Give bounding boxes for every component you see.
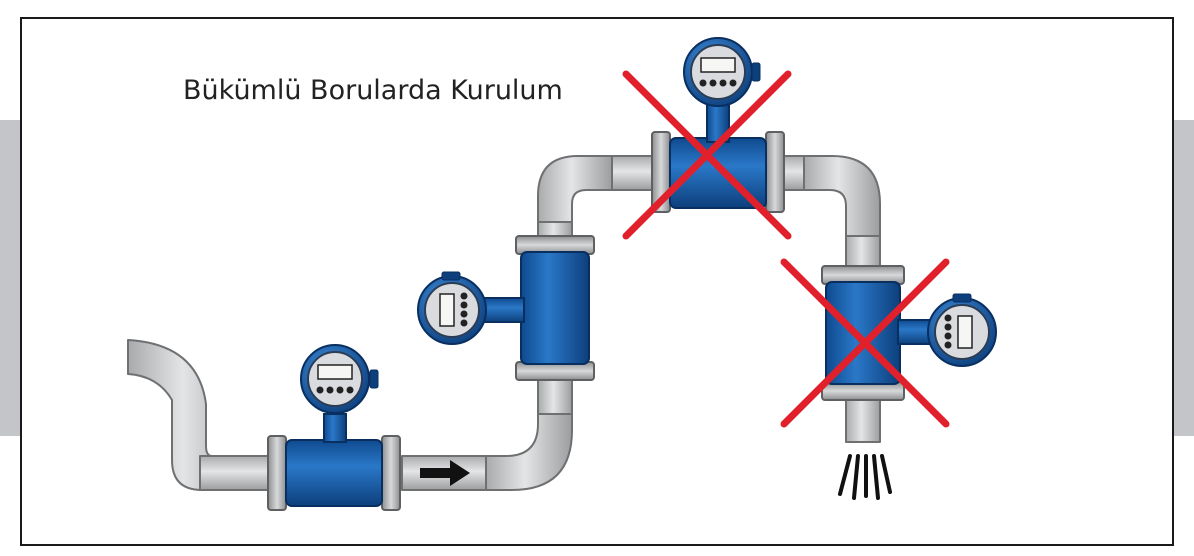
top-inlet-pipe <box>611 155 655 191</box>
flow-direction-arrow-icon <box>420 460 470 486</box>
falling-vertical-meter <box>821 265 997 401</box>
inlet-straight-pipe <box>199 455 271 491</box>
bottom-horizontal-meter <box>267 344 401 511</box>
bottom-right-elbow-pipe <box>485 409 573 491</box>
top-outlet-pipe <box>781 155 805 191</box>
rising-vertical-meter <box>417 235 595 381</box>
diagram-title: Bükümlü Borularda Kurulum <box>183 75 563 106</box>
riser-lower-pipe <box>537 377 573 415</box>
red-cross-icon <box>780 258 950 428</box>
pipe-network <box>127 155 881 491</box>
red-cross-icon <box>622 70 792 240</box>
top-right-elbow-pipe <box>803 155 881 245</box>
descender-lower-pipe <box>845 397 881 443</box>
descender-upper-pipe <box>845 235 881 267</box>
liquid-drip-icon <box>838 454 892 500</box>
top-horizontal-meter <box>651 37 785 213</box>
top-left-elbow-pipe <box>537 155 613 223</box>
